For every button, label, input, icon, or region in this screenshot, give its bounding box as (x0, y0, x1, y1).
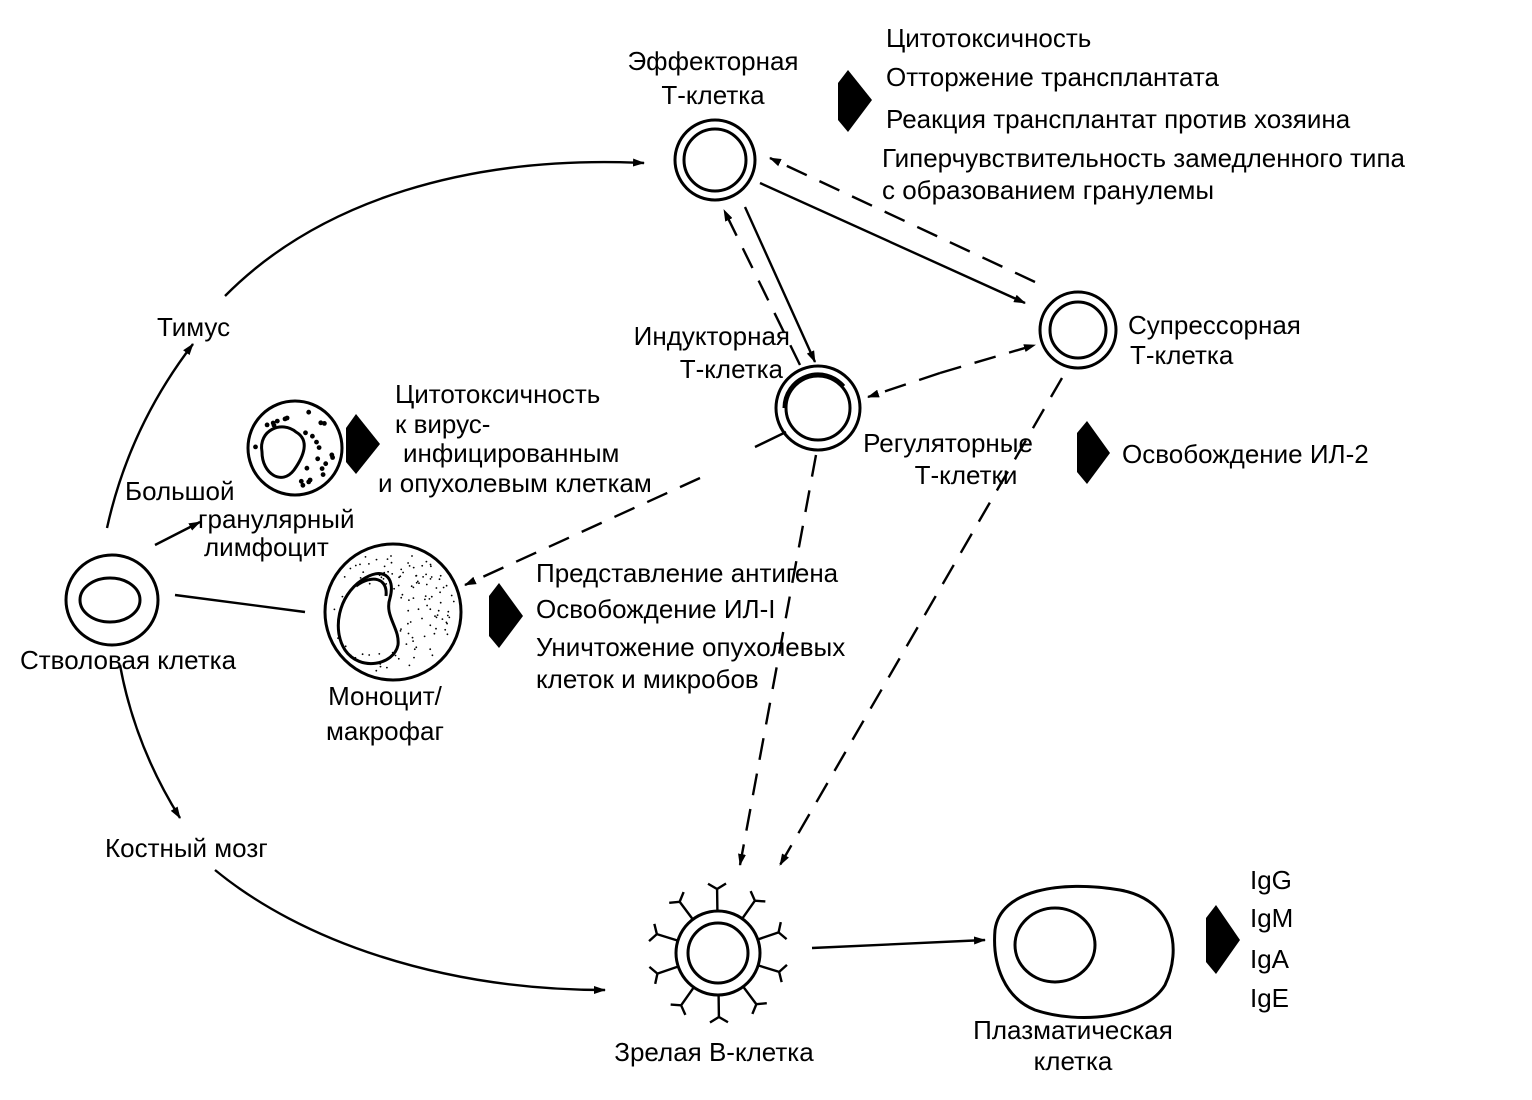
large-granular-lymphocyte (246, 399, 344, 497)
effector-to-inductor-arrow (743, 206, 817, 363)
monocyte-function-arrow (489, 583, 523, 648)
ig-class-4: IgE (1250, 983, 1289, 1013)
regulatory-function: Освобождение ИЛ-2 (1122, 439, 1369, 469)
bone-marrow-to-b-cell-arc (214, 869, 606, 994)
effector-function-1: Цитотоксичность (886, 23, 1091, 53)
plasma-label-line1: Плазматическая (973, 1015, 1173, 1045)
regulatory-to-monocyte-dashed-arrow (464, 476, 701, 587)
plasma-function-arrow (1206, 905, 1240, 974)
monocyte-function-1: Представление антигена (536, 558, 839, 588)
plasma-cell (993, 884, 1175, 1019)
effector-function-2: Отторжение трансплантата (886, 62, 1219, 92)
stem-to-lgl-arrow (154, 520, 201, 547)
stem-to-thymus-arrow (105, 343, 194, 529)
b-cell-to-plasma-arrow (811, 936, 986, 950)
ig-class-3: IgA (1250, 944, 1290, 974)
monocyte-function-2: Освобождение ИЛ-I (536, 594, 775, 624)
suppressor-to-inductor-dashed-arrow (867, 371, 941, 399)
regulatory-function-arrow (1077, 421, 1110, 484)
regulatory-label-line2: Т-клетки (915, 460, 1018, 490)
thymus-label: Тимус (157, 312, 230, 342)
lgl-function-1: Цитотоксичность (395, 379, 600, 409)
mature-b-cell (648, 882, 788, 1024)
thymus-to-effector-arc (224, 158, 645, 297)
lgl-label-line3: лимфоцит (204, 532, 329, 562)
stem-cell (64, 553, 160, 647)
suppressor-t-cell (1038, 290, 1118, 370)
stem-to-monocyte-line (174, 593, 306, 614)
inductor-label-line1: Индукторная (634, 321, 790, 351)
suppressor-to-b-cell-dashed-arrow (778, 377, 1064, 866)
monocyte-function-3: Уничтожение опухолевых (536, 632, 845, 662)
effector-function-3: Реакция трансплантат против хозяина (886, 104, 1351, 134)
effector-label-line1: Эффекторная (627, 46, 798, 76)
regulatory-label-line1: Регуляторные (863, 428, 1033, 458)
inductor-label-line2: Т-клетка (680, 354, 784, 384)
suppressor-to-effector-dashed-arrow (769, 156, 1036, 284)
bone-marrow-label: Костный мозг (105, 833, 268, 863)
ig-class-1: IgG (1250, 865, 1292, 895)
effector-label-line2: Т-клетка (661, 80, 765, 110)
stem-to-bone-marrow-arrow (118, 664, 182, 819)
lgl-function-4: и опухолевым клеткам (378, 468, 652, 498)
monocyte-function-4: клеток и микробов (536, 664, 759, 694)
lgl-label-line2: гранулярный (198, 504, 354, 534)
effector-t-cell (673, 118, 757, 202)
stem-cell-label: Стволовая клетка (20, 645, 237, 675)
suppressor-label-line2: Т-клетка (1130, 340, 1234, 370)
effector-to-suppressor-arrow (759, 181, 1026, 305)
monocyte-macrophage (323, 542, 463, 682)
effector-function-4: Гиперчувствительность замедленного типа (882, 143, 1406, 173)
inductor-suppressor-dashed-arrow (939, 343, 1036, 375)
suppressor-label-line1: Супрессорная (1128, 310, 1301, 340)
inductor-tail-line (754, 430, 787, 449)
inductor-t-cell (774, 364, 862, 452)
b-cell-label: Зрелая В-клетка (614, 1037, 814, 1067)
monocyte-label-line1: Моноцит/ (328, 681, 443, 711)
inductor-to-effector-dashed-arrow (722, 209, 802, 366)
ig-class-2: IgM (1250, 903, 1293, 933)
lgl-function-3: инфицированным (403, 438, 619, 468)
monocyte-label-line2: макрофаг (326, 716, 444, 746)
lgl-function-arrow (346, 414, 380, 474)
effector-function-5: с образованием гранулемы (882, 175, 1214, 205)
lgl-function-2: к вирус- (395, 409, 490, 439)
plasma-label-line2: клетка (1034, 1046, 1113, 1076)
lgl-label-line1: Большой (125, 476, 235, 506)
effector-function-arrow (838, 70, 872, 132)
